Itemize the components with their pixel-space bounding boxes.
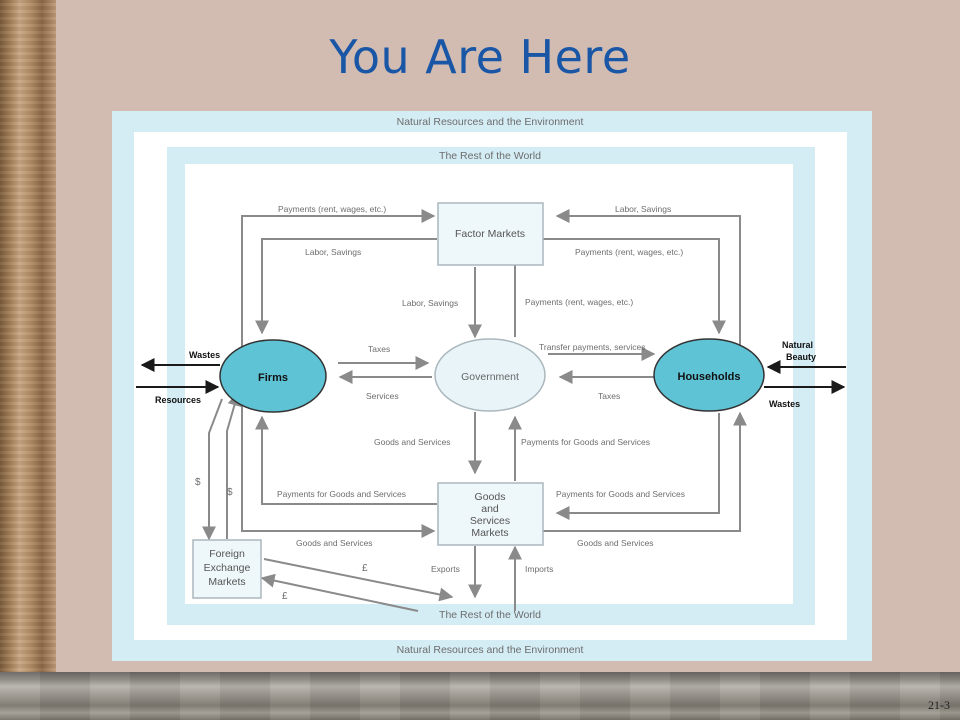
label-goods-services-right: Goods and Services [577, 538, 654, 548]
label-taxes-left: Taxes [368, 344, 390, 354]
arrow-factor-to-firms-labor [255, 238, 437, 335]
label-payments-center: Payments (rent, wages, etc.) [525, 297, 633, 307]
world-label-top: The Rest of the World [439, 150, 541, 162]
label-resources: Resources [155, 395, 201, 405]
circular-flow-diagram: Natural Resources and the Environment Na… [112, 111, 872, 661]
floor-background-bottom [0, 672, 960, 720]
arrow-factor-to-households-payments [542, 238, 726, 335]
label-pound-1: £ [362, 563, 368, 574]
factor-markets-label: Factor Markets [455, 228, 525, 240]
label-labor-savings-center: Labor, Savings [402, 298, 458, 308]
label-wastes-right: Wastes [769, 399, 800, 409]
arrow-households-to-goods-payments [555, 413, 720, 520]
wood-background-left [0, 0, 56, 720]
label-pound-2: £ [282, 591, 288, 602]
label-wastes-left: Wastes [189, 350, 220, 360]
foreign-exchange-markets-box [192, 539, 262, 599]
label-services-left: Services [366, 391, 399, 401]
arrow-firms-to-factor-payments [241, 209, 436, 361]
households-label: Households [678, 371, 741, 383]
label-dollar-2: $ [227, 487, 233, 498]
arrow-goods-to-firms-payments [255, 415, 437, 505]
firms-node [219, 339, 327, 413]
label-dollar-1: $ [195, 477, 201, 488]
arrow-fx-to-world-pound-1 [263, 558, 454, 602]
label-payments-top-left: Payments (rent, wages, etc.) [278, 204, 386, 214]
goods-markets-line-4: Markets [471, 527, 508, 539]
slide-title: You Are Here [329, 30, 631, 84]
fx-markets-line-2: Exchange [204, 562, 251, 574]
government-node [434, 338, 546, 412]
label-goods-services-center: Goods and Services [374, 437, 451, 447]
arrow-goods-to-households-goods [542, 411, 747, 532]
arrow-fx-to-firms-dollar-2 [226, 391, 242, 539]
firms-label: Firms [258, 372, 288, 384]
label-transfer-payments: Transfer payments, services [539, 342, 645, 352]
goods-markets-line-3: Services [470, 515, 510, 527]
arrow-world-to-fx-pound-2 [260, 573, 419, 612]
label-labor-savings-left: Labor, Savings [305, 247, 361, 257]
label-payments-goods-right: Payments for Goods and Services [556, 489, 685, 499]
factor-markets-box [437, 202, 544, 266]
label-imports: Imports [525, 564, 553, 574]
outer-label-top: Natural Resources and the Environment [397, 116, 584, 128]
label-payments-right: Payments (rent, wages, etc.) [575, 247, 683, 257]
label-payments-goods-left: Payments for Goods and Services [277, 489, 406, 499]
label-payments-goods-center: Payments for Goods and Services [521, 437, 650, 447]
arrow-firms-to-goods-goods [241, 401, 436, 538]
world-label-bottom: The Rest of the World [439, 609, 541, 621]
label-exports: Exports [431, 564, 460, 574]
outer-label-bottom: Natural Resources and the Environment [397, 644, 584, 656]
goods-markets-line-1: Goods [475, 491, 506, 503]
government-label: Government [461, 371, 519, 383]
goods-services-markets-box [437, 482, 544, 546]
fx-markets-line-3: Markets [208, 576, 245, 588]
label-taxes-right: Taxes [598, 391, 620, 401]
goods-markets-line-2: and [481, 503, 499, 515]
label-beauty: Beauty [786, 352, 816, 362]
arrow-firms-to-fx-dollar-1 [202, 398, 223, 541]
arrow-households-to-factor-labor [555, 209, 741, 363]
slide-number: 21-3 [928, 698, 950, 712]
label-labor-savings-top-right: Labor, Savings [615, 204, 671, 214]
label-natural: Natural [782, 340, 813, 350]
households-node [653, 338, 765, 412]
fx-markets-line-1: Foreign [209, 548, 245, 560]
label-goods-services-left: Goods and Services [296, 538, 373, 548]
